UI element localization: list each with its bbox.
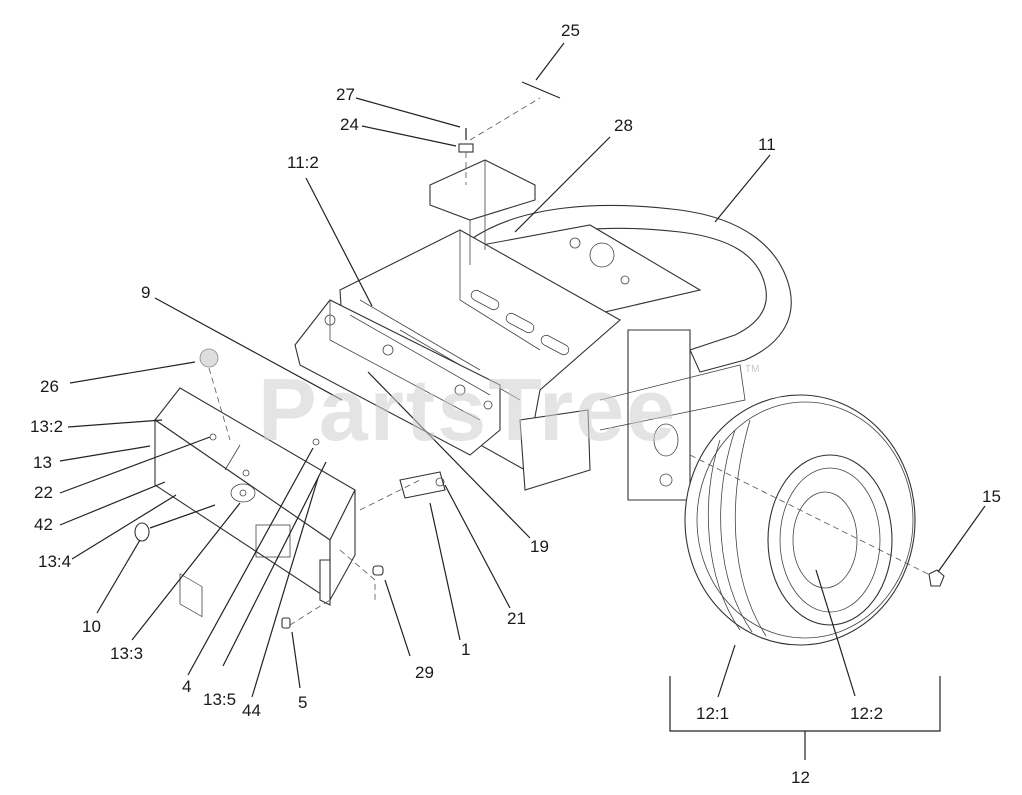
callout-13: 13 [33, 453, 52, 472]
callout-19: 19 [530, 537, 549, 556]
plug[interactable] [372, 565, 384, 576]
callout-9: 9 [141, 283, 150, 302]
callout-21: 21 [507, 609, 526, 628]
callout-11-2: 11:2 [287, 153, 319, 172]
chassis-frame[interactable] [294, 159, 792, 501]
bracket-plate[interactable] [399, 471, 446, 499]
callout-22: 22 [34, 483, 53, 502]
callout-1: 1 [461, 640, 470, 659]
callout-4: 4 [182, 677, 191, 696]
top-bolt[interactable] [458, 128, 474, 153]
callout-25: 25 [561, 21, 580, 40]
leader-lines [59, 42, 986, 698]
callout-24: 24 [340, 115, 359, 134]
wheel-assembly[interactable] [684, 394, 931, 646]
callout-13-5: 13:5 [203, 690, 236, 709]
callout-12: 12 [791, 768, 810, 787]
callout-42: 42 [34, 515, 53, 534]
callout-27: 27 [336, 85, 355, 104]
callout-12-1: 12:1 [696, 704, 729, 723]
callout-26: 26 [40, 377, 59, 396]
callout-12-2: 12:2 [850, 704, 883, 723]
control-knob[interactable] [134, 504, 216, 542]
watermark-tm: TM [745, 364, 759, 375]
callout-44: 44 [242, 701, 261, 720]
callout-10: 10 [82, 617, 101, 636]
callout-28: 28 [614, 116, 633, 135]
watermark-text: PartsTree [258, 360, 677, 459]
callout-13-3: 13:3 [110, 644, 143, 663]
callout-29: 29 [415, 663, 434, 682]
front-panel[interactable] [154, 387, 356, 618]
ball-knob[interactable] [199, 348, 219, 368]
callout-13-2: 13:2 [30, 417, 63, 436]
screw-5[interactable] [281, 617, 291, 629]
top-pin[interactable] [521, 81, 561, 99]
nut-15[interactable] [928, 569, 945, 587]
callout-11: 11 [758, 135, 776, 154]
callout-13-4: 13:4 [38, 552, 71, 571]
callout-15: 15 [982, 487, 1001, 506]
callout-5: 5 [298, 693, 307, 712]
